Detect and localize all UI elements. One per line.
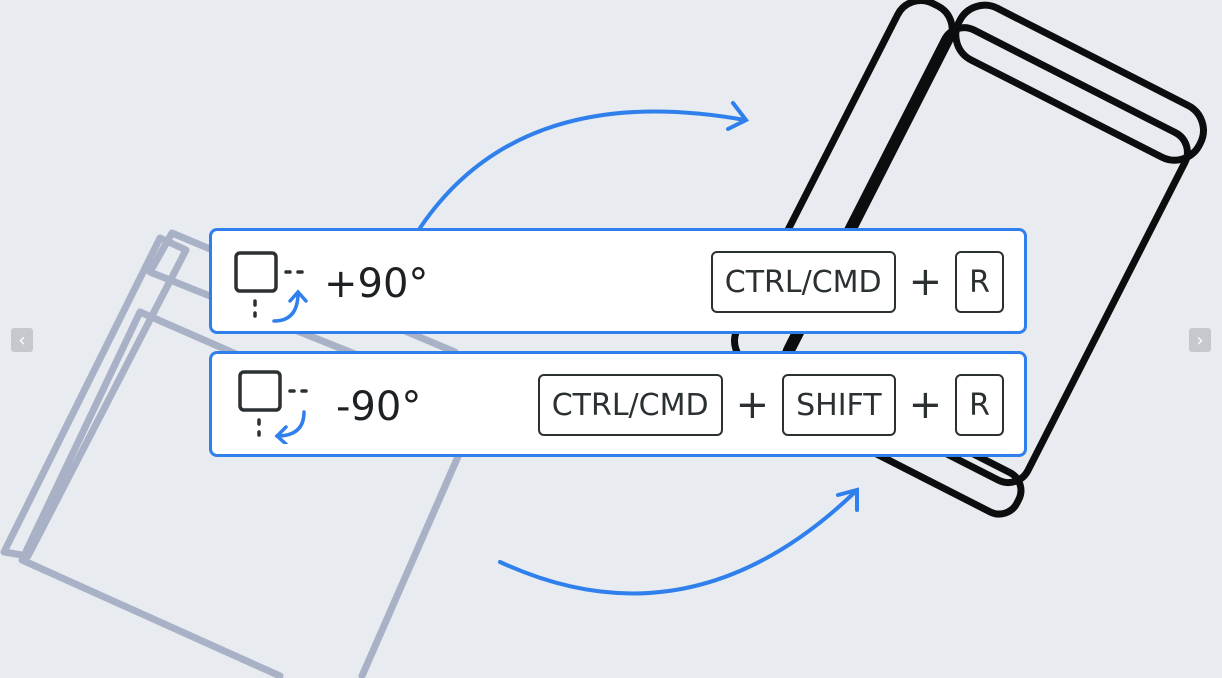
rotate-counterclockwise-row: -90° CTRL/CMD + SHIFT + R	[209, 351, 1027, 457]
shortcut-keys: CTRL/CMD + R	[710, 251, 1004, 313]
plus-sign: +	[908, 382, 943, 428]
key-shift: SHIFT	[782, 374, 896, 436]
rotate-clockwise-icon	[234, 251, 308, 323]
chevron-left-icon: ‹	[18, 329, 26, 351]
plus-sign: +	[735, 382, 770, 428]
key-ctrl-cmd: CTRL/CMD	[537, 374, 723, 436]
rotate-counterclockwise-icon	[238, 370, 308, 444]
rotate-clockwise-row: +90° CTRL/CMD + R	[209, 228, 1027, 334]
key-r: R	[955, 251, 1004, 313]
rotation-label: -90°	[336, 384, 422, 430]
rotate-arrows	[418, 101, 859, 596]
plus-sign: +	[908, 259, 943, 305]
previous-button[interactable]: ‹	[11, 328, 33, 352]
chevron-right-icon: ›	[1196, 329, 1204, 351]
rotation-label: +90°	[324, 261, 429, 307]
shortcut-keys: CTRL/CMD + SHIFT + R	[537, 374, 1004, 436]
key-r: R	[955, 374, 1004, 436]
key-ctrl-cmd: CTRL/CMD	[710, 251, 896, 313]
next-button[interactable]: ›	[1189, 328, 1211, 352]
